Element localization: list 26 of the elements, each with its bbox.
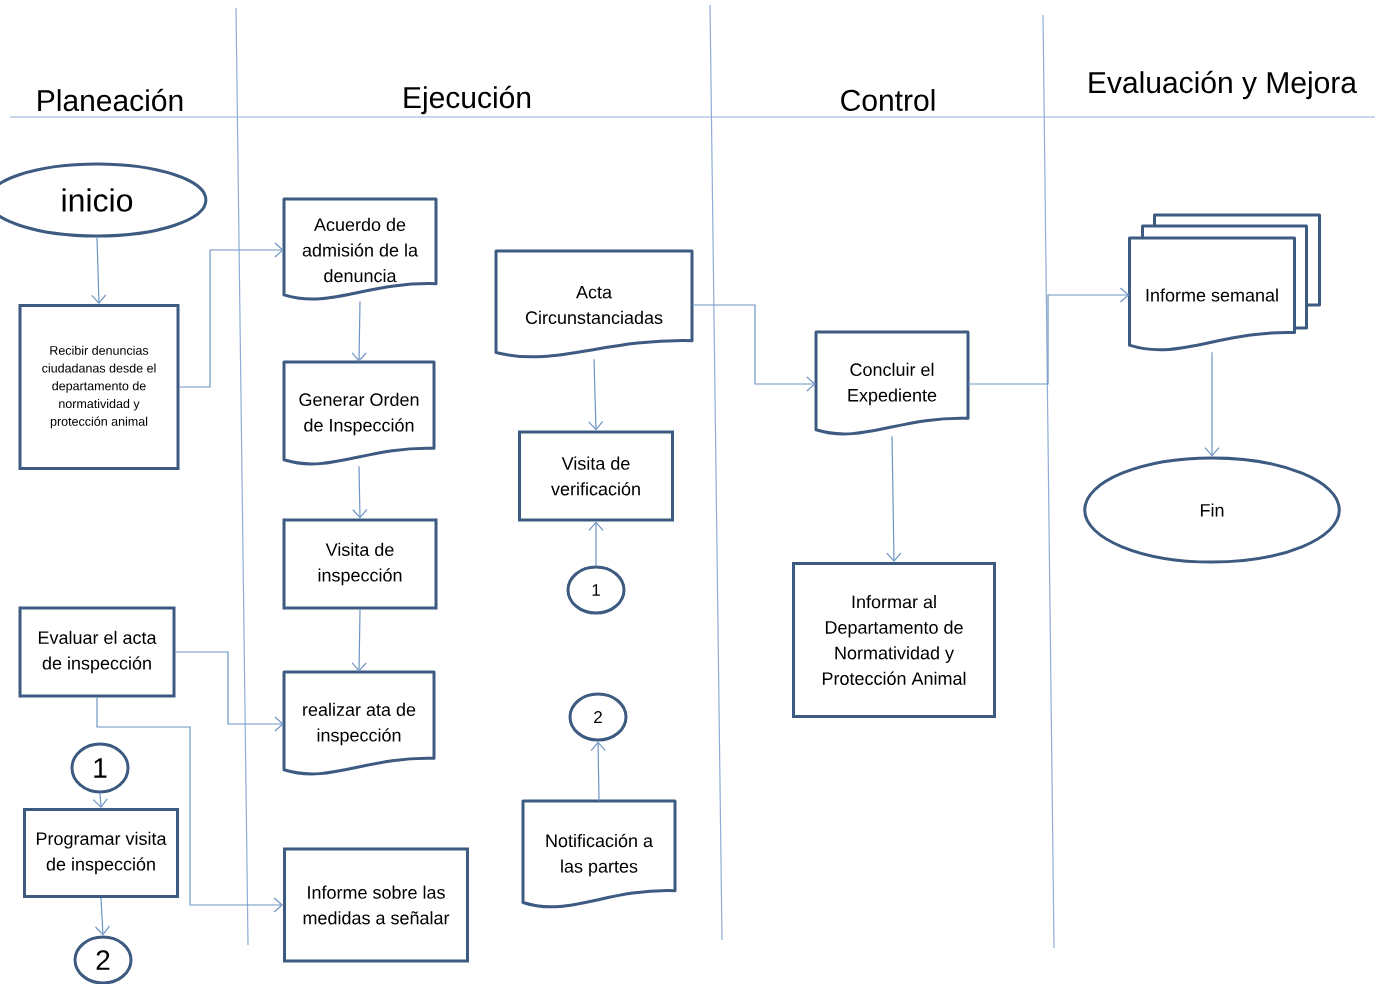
arrow — [1204, 351, 1220, 457]
process-box: Evaluar el acta de inspección — [18, 606, 176, 698]
arrow — [886, 435, 902, 562]
process-box: Programar visita de inspección — [23, 808, 179, 898]
arrow — [174, 651, 284, 732]
arrow — [91, 236, 107, 304]
arrow — [351, 608, 367, 672]
lane-heading: Planeación — [38, 88, 183, 112]
arrow — [588, 521, 604, 567]
arrow — [588, 358, 604, 431]
lane-heading: Control — [841, 89, 935, 111]
arrow — [94, 897, 111, 936]
lane-heading: Evaluación y Mejora — [1089, 70, 1357, 100]
process-box: Informar al Departamento de Normatividad y Protección Animal — [792, 562, 996, 718]
arrow — [590, 741, 606, 802]
process-box: Visita de inspección — [282, 518, 438, 610]
arrow — [352, 465, 368, 519]
arrow — [351, 300, 367, 362]
lane-heading: Ejecución — [404, 85, 531, 115]
process-box: Recibir denuncias ciudadanas desde el departamento de normatividad y protección animal — [18, 304, 180, 470]
arrow — [967, 287, 1130, 385]
process-box: Informe sobre las medidas a señalar — [283, 847, 469, 963]
arrow — [178, 242, 284, 388]
process-box: Visita de verificación — [518, 430, 674, 522]
arrow — [691, 304, 816, 392]
arrow — [96, 696, 283, 913]
